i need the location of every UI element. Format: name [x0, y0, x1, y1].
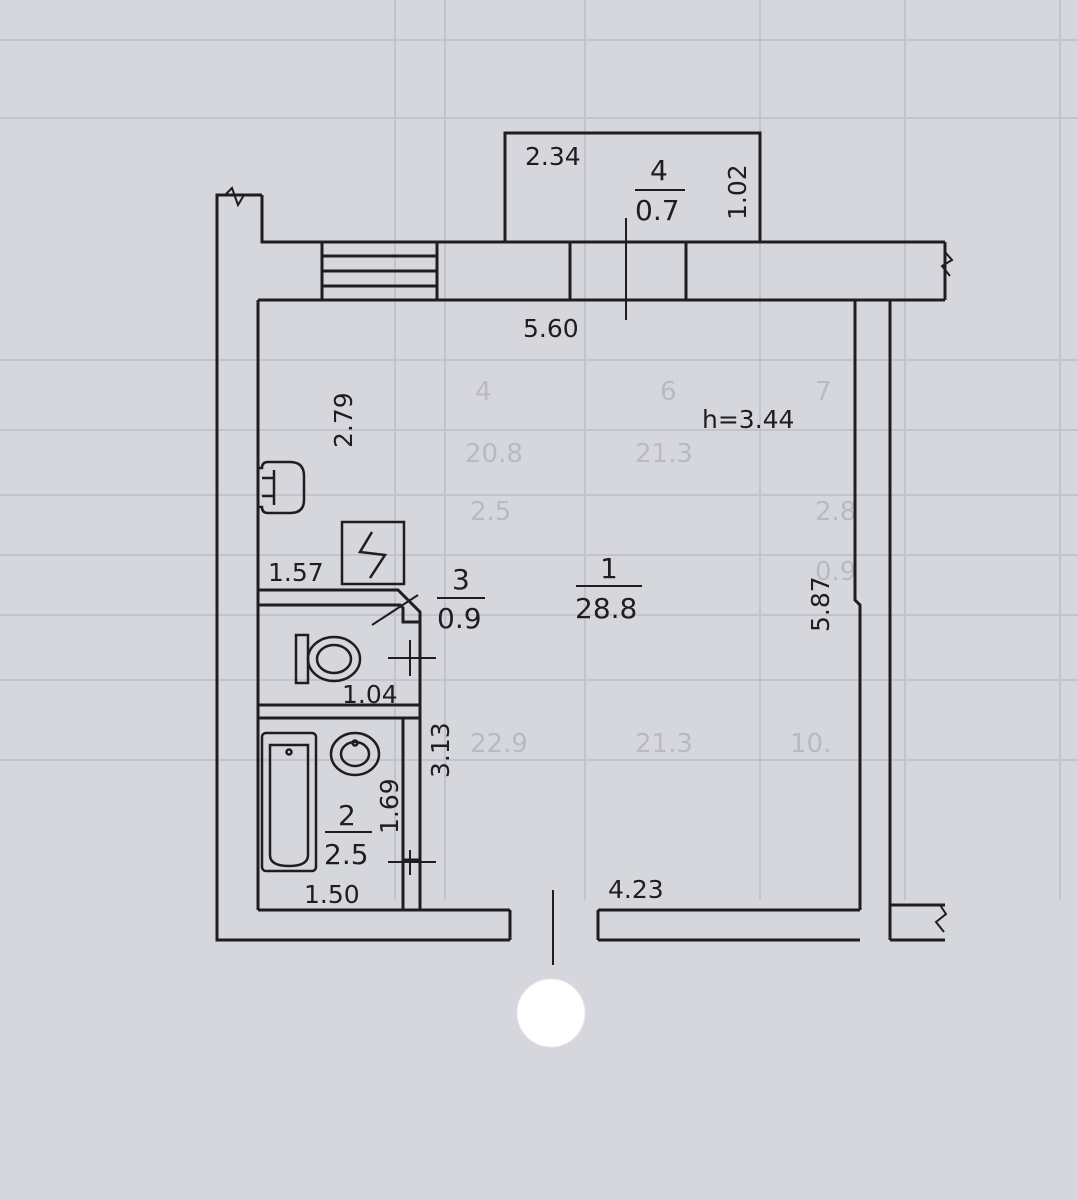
- bathtub-icon: [260, 731, 318, 873]
- bath-height-label: 1.69: [375, 778, 404, 834]
- ghost-cell: 20.8: [465, 439, 523, 469]
- room-4-number: 4: [650, 154, 668, 187]
- background-table-values: 4 6 7 20.8 21.3 2.5 2.8 0.9 22.9 21.3 10…: [465, 377, 856, 759]
- bottom-right-width-label: 4.23: [608, 875, 664, 904]
- ghost-cell: 2.5: [470, 497, 511, 527]
- ghost-cell: 7: [815, 377, 832, 407]
- wc-top-width-label: 1.57: [268, 558, 324, 587]
- toilet-icon: [294, 633, 362, 685]
- fraction-bars: [325, 585, 642, 833]
- ghost-cell: 0.9: [815, 557, 856, 587]
- partitions: [256, 588, 422, 910]
- balcony-outline: [503, 131, 762, 242]
- room-top-width-label: 5.60: [523, 314, 579, 343]
- outer-wall-left: [215, 193, 510, 942]
- room-2-number: 2: [338, 799, 356, 832]
- wet-block-height-label: 3.13: [426, 722, 455, 778]
- ghost-cell: 4: [475, 377, 492, 407]
- room-2-area: 2.5: [324, 838, 369, 871]
- balcony-depth-label: 1.02: [723, 164, 752, 220]
- sink-icon: [256, 460, 306, 515]
- room-1-number: 1: [600, 552, 618, 585]
- dimension-labels: 2.34 1.02 5.60 2.79 h=3.44 5.87 1.57 1.0…: [268, 142, 835, 909]
- ceiling-height-label: h=3.44: [702, 405, 794, 434]
- room-labels: 1 28.8 2 2.5 3 0.9 4 0.7: [324, 154, 680, 871]
- room-4-area: 0.7: [635, 194, 680, 227]
- ghost-cell: 2.8: [815, 497, 856, 527]
- room-1-area: 28.8: [575, 592, 637, 625]
- background-table-grid: [0, 0, 1078, 900]
- ghost-cell: 22.9: [470, 729, 528, 759]
- ghost-cell: 21.3: [635, 729, 693, 759]
- white-dot-marker[interactable]: [516, 978, 586, 1048]
- room-3-number: 3: [452, 563, 470, 596]
- room-3-area: 0.9: [437, 602, 482, 635]
- ghost-cell: 10.: [790, 729, 831, 759]
- left-upper-height-label: 2.79: [329, 392, 358, 448]
- tick-marks: [371, 189, 685, 965]
- stove-icon: [340, 520, 406, 586]
- washbasin-icon: [329, 731, 381, 777]
- walls: [215, 131, 947, 942]
- bath-width-label: 1.50: [304, 880, 360, 909]
- balcony-width-label: 2.34: [525, 142, 581, 171]
- wc-bottom-width-label: 1.04: [342, 680, 398, 709]
- room-right-height-label: 5.87: [806, 576, 835, 632]
- ghost-cell: 6: [660, 377, 677, 407]
- break-marks: [224, 186, 954, 933]
- ghost-cell: 21.3: [635, 439, 693, 469]
